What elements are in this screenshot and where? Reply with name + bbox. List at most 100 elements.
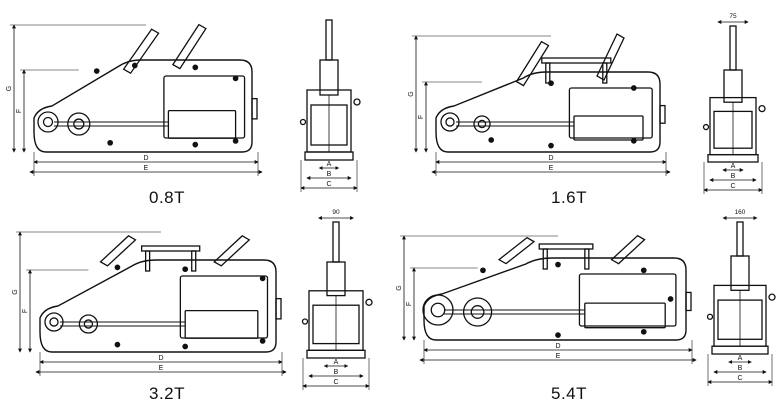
- knob: [365, 298, 373, 306]
- knob: [768, 293, 776, 301]
- side-view-m54: DE G F: [396, 234, 697, 364]
- dim-c-label: C: [326, 181, 331, 188]
- dim-e-label: E: [159, 365, 164, 372]
- drive-hub: [67, 112, 91, 136]
- dim-f-label: F: [16, 109, 23, 113]
- housing-outline: [33, 59, 253, 153]
- bolt: [232, 75, 239, 82]
- label-plate: [167, 109, 237, 139]
- drive-hub: [473, 115, 491, 133]
- drive-hub: [462, 297, 493, 327]
- dim-top-label: 160: [735, 209, 746, 216]
- base-plate: [304, 151, 354, 161]
- dim-d-label: D: [548, 155, 553, 162]
- hook-eye-inner: [430, 302, 446, 318]
- hook-eye-inner: [445, 117, 455, 127]
- bolt: [630, 85, 637, 91]
- bolt: [192, 64, 199, 71]
- dim-e-label: E: [556, 353, 561, 360]
- drive-hub-inner: [83, 319, 94, 329]
- drive-hub-inner: [470, 305, 485, 319]
- end-cap: [659, 104, 666, 124]
- lever-stub: [332, 221, 340, 263]
- lever-stub: [729, 25, 737, 71]
- knob: [702, 123, 710, 131]
- handle-leg: [542, 248, 548, 270]
- dim-g-label: G: [12, 289, 19, 294]
- bolt: [555, 261, 561, 268]
- lever-stub: [736, 221, 744, 257]
- caption-0-8t: 0.8T: [149, 188, 186, 207]
- caption-3-2t: 3.2T: [149, 384, 186, 403]
- lever-handle: [610, 234, 646, 265]
- end-view-m08: ABC: [299, 19, 361, 192]
- hook-eye-inner: [49, 317, 59, 327]
- label-plate: [573, 115, 644, 141]
- dim-d-label: D: [555, 343, 560, 350]
- dim-g-label: G: [396, 285, 403, 290]
- hook-eye: [422, 294, 454, 326]
- caption-5-4t: 5.4T: [551, 384, 588, 403]
- dim-f-label: F: [406, 302, 413, 306]
- end-cap: [251, 97, 258, 120]
- handle-leg: [602, 62, 608, 84]
- bolt: [259, 338, 266, 344]
- bolt: [555, 332, 561, 338]
- dim-c-label: C: [737, 375, 742, 382]
- caption-1-6t: 1.6T: [551, 188, 588, 207]
- label-plate: [584, 302, 666, 329]
- end-cap: [685, 291, 692, 312]
- handle-leg: [144, 250, 151, 272]
- dim-a-label: A: [731, 163, 736, 170]
- bolt: [667, 296, 674, 302]
- dim-a-label: A: [327, 161, 332, 168]
- bolt: [488, 137, 495, 143]
- dim-e-label: E: [144, 165, 149, 172]
- bolt: [107, 139, 114, 146]
- dim-a-label: A: [738, 355, 743, 362]
- bolt: [182, 343, 189, 350]
- bolt: [640, 328, 647, 335]
- hook-eye: [44, 312, 64, 332]
- drive-hub-inner: [477, 119, 487, 129]
- cover-plate: [179, 275, 269, 339]
- housing-outline: [39, 259, 277, 353]
- knob: [299, 118, 307, 126]
- bolt: [232, 138, 239, 144]
- bolt: [114, 341, 121, 348]
- cover-plate: [163, 75, 246, 139]
- dim-d-label: D: [143, 155, 148, 162]
- handle-leg: [545, 62, 551, 84]
- handle-leg: [191, 250, 197, 272]
- bolt: [480, 267, 486, 274]
- hook-eye-inner: [42, 116, 54, 128]
- knob: [758, 104, 766, 113]
- bolt: [192, 141, 199, 148]
- bolt: [182, 266, 189, 273]
- dim-top-label: 90: [332, 209, 340, 216]
- dim-top-label: 75: [729, 13, 737, 20]
- carry-handle: [541, 57, 612, 64]
- bolt: [259, 275, 266, 282]
- lever-handle: [171, 23, 207, 70]
- lever-handle: [213, 235, 251, 267]
- carry-handle: [538, 243, 594, 250]
- dim-b-label: B: [731, 173, 736, 180]
- lever-handle: [596, 33, 625, 81]
- lever-stub: [325, 19, 333, 61]
- dim-b-label: B: [327, 171, 332, 178]
- base-plate: [707, 153, 759, 163]
- bolt: [93, 68, 100, 74]
- end-cap: [275, 297, 282, 320]
- dim-b-label: B: [738, 365, 743, 372]
- hook-eye: [440, 112, 460, 132]
- dim-a-label: A: [334, 359, 339, 366]
- carry-handle: [140, 245, 201, 252]
- dim-f-label: F: [418, 115, 425, 119]
- dim-d-label: D: [158, 355, 163, 362]
